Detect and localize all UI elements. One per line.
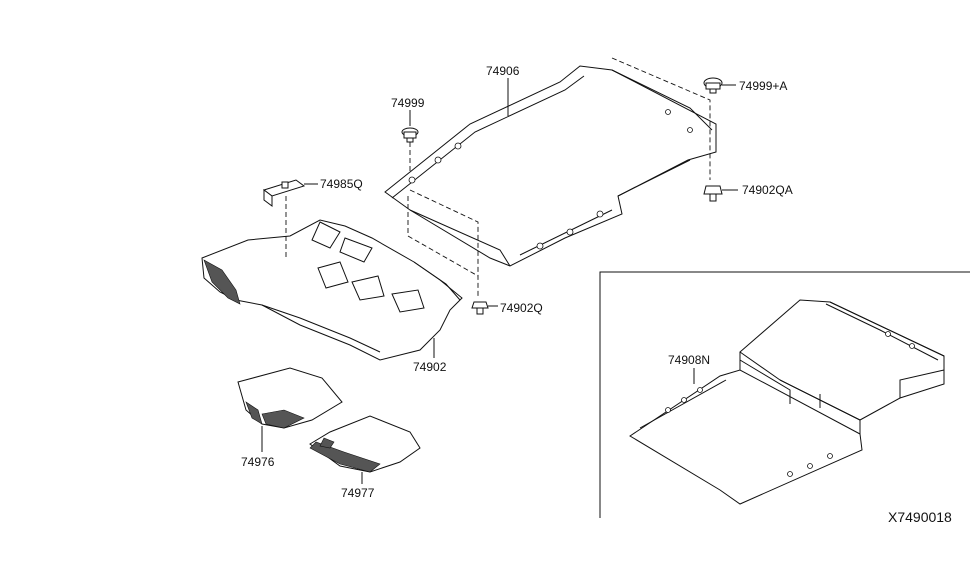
part-74902q-clip bbox=[471, 301, 489, 315]
label-74902qa: 74902QA bbox=[742, 183, 793, 197]
part-74908n-floor-assembly bbox=[629, 299, 945, 505]
diagram-code: X7490018 bbox=[888, 509, 952, 525]
label-74906: 74906 bbox=[486, 64, 520, 78]
leader-dash-74906-left bbox=[409, 189, 479, 296]
label-74976: 74976 bbox=[241, 455, 275, 469]
part-74902-floor-mat bbox=[201, 219, 463, 361]
part-74906-floor-panel bbox=[384, 65, 717, 267]
label-74985q: 74985Q bbox=[320, 177, 363, 191]
label-74902q: 74902Q bbox=[500, 301, 543, 315]
part-74902qa-clip bbox=[703, 185, 723, 202]
part-74976-mat bbox=[237, 367, 343, 429]
leader-dash-74906-left-b bbox=[407, 196, 479, 277]
label-74908n: 74908N bbox=[668, 353, 710, 367]
label-74999a: 74999+A bbox=[739, 79, 787, 93]
inset-frame bbox=[599, 271, 970, 518]
part-74985q-clip bbox=[262, 179, 306, 207]
part-74999-plug bbox=[401, 127, 419, 143]
label-74977: 74977 bbox=[341, 486, 375, 500]
part-74977-mat bbox=[309, 415, 421, 473]
leader-dash-74906-right bbox=[611, 57, 711, 180]
part-74999a-plug bbox=[703, 77, 723, 94]
label-74999: 74999 bbox=[391, 96, 425, 110]
label-74902: 74902 bbox=[413, 360, 447, 374]
